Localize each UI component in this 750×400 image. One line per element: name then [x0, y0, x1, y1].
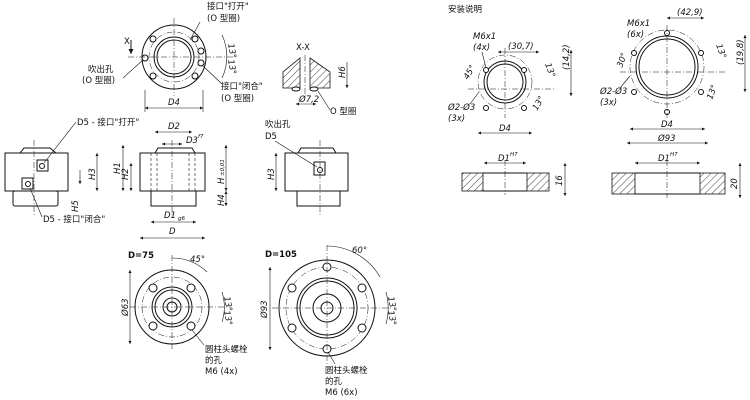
dim-h5: H5: [71, 200, 81, 212]
side-view-middle: D2 D3 f7 H1 H2 H ±0,01 H4 D1 g6 D: [113, 122, 228, 240]
label-port-closed-sub: (O 型圈): [221, 94, 254, 104]
dim-d3-tolerance: f7: [198, 134, 204, 140]
title-d75: D=75: [128, 251, 154, 261]
pin-count-small: (3x): [448, 114, 465, 124]
dim-dia-7-2: Ø7,2: [298, 94, 319, 105]
dim-h2: H2: [121, 168, 131, 180]
angle-a-105: 13°: [385, 296, 397, 313]
note-bolt-2: 的孔: [205, 355, 223, 366]
title-d105: D=105: [265, 250, 297, 260]
dim-h4: H4: [217, 194, 227, 206]
section-mark-x: X: [124, 37, 130, 47]
section-title: X-X: [296, 43, 310, 53]
dim-x-large: (42,9): [677, 8, 703, 18]
install-title: 安装说明: [448, 4, 482, 15]
dim-h-tolerance: ±0,01: [220, 159, 226, 176]
dim-d1-tol-large: H7: [670, 152, 678, 158]
top-view: X D4 接口"打开" (O 型圈) 吹出孔 (O 型圈) 接口"闭合" (O …: [82, 1, 263, 112]
dim-dia-93-install: Ø93: [657, 133, 676, 144]
dim-d1: D1: [164, 211, 176, 221]
dim-d: D: [169, 227, 176, 237]
dim-d4-small: D4: [499, 124, 511, 134]
install-small: M6x1 (4x) (30,7) (14,2) 45° 13° 13° Ø2-Ø…: [447, 32, 573, 196]
pin-large: Ø2-Ø3: [599, 86, 627, 97]
note-bolt-3: M6 (4x): [205, 367, 238, 377]
label-port-open-sub: (O 型圈): [207, 14, 240, 24]
dim-dia-63: Ø63: [120, 298, 131, 317]
dim-y-small: (14,2): [562, 44, 572, 70]
angle-a-install-small: 13°: [542, 62, 557, 80]
dim-d1-tolerance: g6: [178, 216, 185, 222]
label-port-open: 接口"打开": [207, 1, 249, 12]
angle-a-75: 13°: [221, 296, 233, 313]
dim-h1: H1: [113, 162, 123, 174]
label-d5-closed: D5 - 接口"闭合": [43, 214, 105, 225]
thread-count-small: (4x): [473, 43, 490, 53]
side-view-left: D5 - 接口"打开" D5 - 接口"闭合" H3 H5: [4, 117, 139, 225]
label-oring: O 型圈: [330, 107, 356, 117]
install-instructions: 安装说明 M6x1 (4x) (30,7) (14,2) 45° 13° 13°…: [447, 4, 747, 198]
angle-45: 45°: [190, 255, 205, 265]
bottom-view-d75: D=75 Ø63 45° 13° 13° 圆柱头螺栓 的孔 M6 (4x): [120, 251, 248, 377]
dim-d2: D2: [168, 122, 180, 132]
dim-d4-large: D4: [661, 120, 673, 130]
angle-45-install: 45°: [462, 63, 478, 81]
angle-b: 13°: [225, 59, 237, 76]
angle-30-install: 30°: [615, 51, 630, 69]
dim-d1-small: D1: [498, 154, 510, 164]
angle-a-install-large: 13°: [713, 43, 728, 61]
dim-h: H: [217, 177, 227, 184]
dim-d4: D4: [168, 98, 180, 108]
angle-60: 60°: [352, 246, 367, 256]
label-d5-open: D5 - 接口"打开": [77, 117, 139, 128]
label-blow-hole: 吹出孔: [88, 64, 114, 75]
thread-small: M6x1: [473, 32, 496, 42]
thread-count-large: (6x): [627, 30, 644, 40]
note-bolt-1: 圆柱头螺栓: [205, 344, 248, 355]
label-d5-right: D5: [265, 132, 277, 142]
angle-b-75: 13°: [221, 310, 233, 327]
dim-d3: D3: [186, 136, 198, 146]
dim-h3-left: H3: [88, 168, 98, 180]
angle-a: 13°: [225, 43, 237, 60]
side-view-right: 吹出孔 D5 H3: [265, 119, 349, 215]
thread-large: M6x1: [627, 19, 650, 29]
dim-dia-93: Ø93: [259, 300, 270, 319]
bottom-view-d105: D=105 Ø93 60° 13° 13° 圆柱头螺栓 的孔 M6 (6x): [259, 245, 398, 398]
note-bolt-2-105: 的孔: [325, 376, 343, 387]
section-xx: X-X Ø7,2 H6 O 型圈: [282, 43, 356, 117]
dim-x-small: (30,7): [508, 42, 534, 52]
label-blow-hole-right: 吹出孔: [265, 119, 291, 130]
label-blow-hole-sub: (O 型圈): [82, 76, 115, 86]
dim-h6: H6: [338, 66, 348, 78]
note-bolt-3-105: M6 (6x): [325, 388, 358, 398]
dim-d1-tol-small: H7: [510, 152, 518, 158]
angle-b-install-large: 13°: [705, 83, 720, 101]
depth-20: 20: [730, 178, 740, 189]
install-large: M6x1 (6x) (42,9) (19,8) 30° 13° 13° Ø2-Ø…: [599, 8, 747, 198]
depth-16: 16: [555, 175, 565, 186]
angle-b-install-small: 13°: [531, 94, 547, 112]
pin-small: Ø2-Ø3: [447, 102, 475, 113]
note-bolt-1-105: 圆柱头螺栓: [325, 365, 368, 376]
dim-h3-right: H3: [267, 168, 277, 180]
dim-d1-large: D1: [658, 154, 670, 164]
pin-count-large: (3x): [600, 98, 617, 108]
label-port-closed: 接口"闭合": [221, 81, 263, 92]
angle-b-105: 13°: [385, 310, 397, 327]
dim-y-large: (19,8): [736, 39, 746, 65]
